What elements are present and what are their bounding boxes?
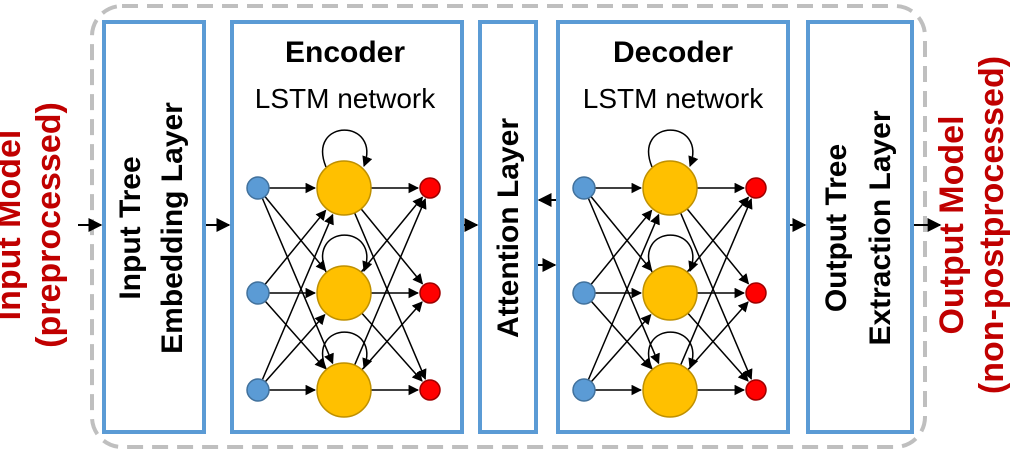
embedding-layer-line2: Embedding Layer <box>156 102 189 354</box>
decoder-hidden-node-0 <box>642 160 698 216</box>
attention-layer-box <box>478 20 538 434</box>
decoder-hidden-node-2 <box>642 362 698 418</box>
decoder-input-node-1 <box>572 281 596 305</box>
output-model-line2: (non-postprocessed) <box>973 56 1011 394</box>
encoder-output-node-0 <box>419 177 441 199</box>
decoder-recurrent-loop-1 <box>648 234 699 273</box>
decoder-output-node-2 <box>745 379 767 401</box>
decoder-edge-hid0-out1 <box>686 208 750 285</box>
encoder-hidden-node-1 <box>316 265 372 321</box>
encoder-output-node-1 <box>419 282 441 304</box>
extraction-layer-line2: Extraction Layer <box>864 110 897 345</box>
decoder-edge-hid2-out0 <box>679 198 753 366</box>
decoder-edge-in0-hid2 <box>587 197 660 365</box>
extraction-layer-box <box>806 20 914 434</box>
encoder-edge-in2-hid1 <box>264 313 326 383</box>
decoder-recurrent-loop-2 <box>648 331 699 370</box>
encoder-lstm-network <box>246 129 441 418</box>
encoder-box <box>230 20 464 434</box>
decoder-output-node-0 <box>745 177 767 199</box>
encoder-edge-in2-hid0 <box>261 213 334 381</box>
decoder-input-node-0 <box>572 176 596 200</box>
encoder-edge-hid0-out2 <box>353 212 427 380</box>
decoder-edge-hid0-out2 <box>679 212 753 380</box>
encoder-input-node-2 <box>246 378 270 402</box>
decoder-recurrent-loop-0 <box>648 129 699 168</box>
decoder-output-node-1 <box>745 282 767 304</box>
decoder-edge-hid1-out0 <box>686 196 750 273</box>
decoder-edge-in1-hid0 <box>590 209 653 285</box>
decoder-edge-in0-hid1 <box>590 196 653 272</box>
decoder-edge-in2-hid1 <box>590 313 652 383</box>
decoder-edge-in2-hid0 <box>587 213 660 381</box>
encoder-edge-in1-hid2 <box>264 300 326 370</box>
encoder-edge-hid2-out0 <box>353 198 427 366</box>
encoder-edge-in0-hid2 <box>261 197 334 365</box>
encoder-recurrent-loop-1 <box>322 234 373 273</box>
encoder-edge-hid0-out1 <box>360 208 424 285</box>
input-model-sublabel: (preprocessed) <box>30 102 68 348</box>
decoder-lstm-network <box>572 129 767 418</box>
encoder-subtitle: LSTM network <box>255 83 436 114</box>
attention-layer-label: Attention Layer <box>492 118 525 338</box>
decoder-title: Decoder <box>613 36 733 69</box>
encoder-input-node-1 <box>246 281 270 305</box>
encoder-input-node-0 <box>246 176 270 200</box>
encoder-hidden-node-2 <box>316 362 372 418</box>
encoder-recurrent-loop-0 <box>322 129 373 168</box>
extraction-layer-line1: Output Tree <box>820 144 853 312</box>
encoder-edge-in0-hid1 <box>264 196 327 272</box>
encoder-hidden-node-0 <box>316 160 372 216</box>
decoder-hidden-node-1 <box>642 265 698 321</box>
decoder-input-node-2 <box>572 378 596 402</box>
encoder-title: Encoder <box>285 36 405 69</box>
decoder-subtitle: LSTM network <box>583 83 764 114</box>
decoder-edge-in1-hid2 <box>590 300 652 370</box>
encoder-edge-in1-hid0 <box>264 209 327 285</box>
encoder-edge-hid1-out0 <box>360 196 424 273</box>
embedding-layer-line1: Input Tree <box>114 156 147 299</box>
input-model-line1: Input Model <box>0 130 28 321</box>
input-model-line2: (preprocessed) <box>30 102 68 348</box>
embedding-layer-box <box>102 20 206 434</box>
encoder-output-node-2 <box>419 379 441 401</box>
output-model-sublabel: (non-postprocessed) <box>973 56 1011 394</box>
input-model-label: Input Model <box>0 130 28 321</box>
encoder-recurrent-loop-2 <box>322 331 373 370</box>
